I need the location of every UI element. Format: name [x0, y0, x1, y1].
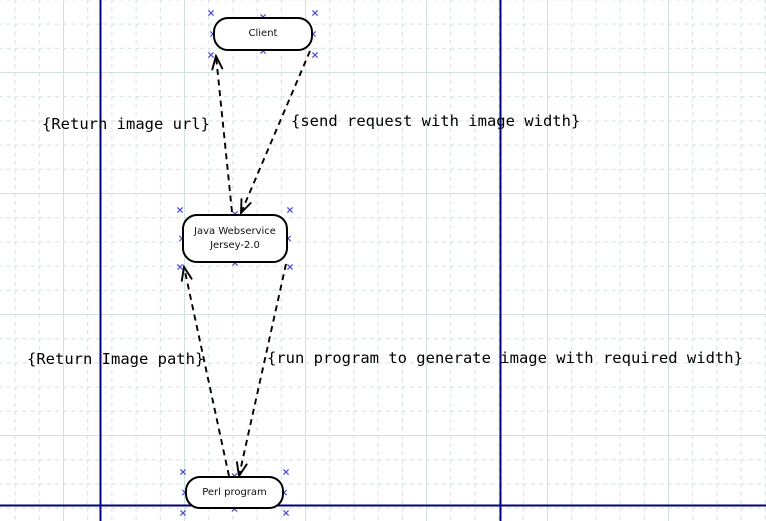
- node-java-webservice-label: Java Webservice: [194, 225, 276, 237]
- node-client-label: Client: [248, 28, 278, 39]
- connection-point-icon: [179, 509, 187, 517]
- connection-point-icon: [179, 468, 187, 476]
- connection-point-icon: [176, 263, 184, 271]
- connection-point-icon: [311, 9, 319, 17]
- connection-point-icon: [176, 206, 184, 214]
- connection-point-icon: [207, 9, 215, 17]
- connection-point-icon: [207, 51, 215, 59]
- arrow-return-image-path[interactable]: [180, 264, 230, 477]
- connection-point-icon: [286, 206, 294, 214]
- node-perl-program[interactable]: Perl program: [185, 476, 284, 509]
- node-java-webservice-sublabel: Jersey-2.0: [210, 239, 260, 251]
- message-label-send-request[interactable]: {send request with image width}: [291, 112, 581, 130]
- node-java-webservice[interactable]: Java Webservice Jersey-2.0: [182, 214, 288, 263]
- message-label-return-image-path[interactable]: {Return Image path}: [27, 350, 205, 368]
- connection-point-icon: [286, 263, 294, 271]
- arrow-send-request[interactable]: [239, 50, 311, 216]
- connection-point-icon: [282, 509, 290, 517]
- connection-point-icon: [311, 51, 319, 59]
- message-label-run-program[interactable]: {run program to generate image with requ…: [267, 349, 743, 367]
- node-perl-program-label: Perl program: [202, 486, 267, 498]
- node-client[interactable]: Client: [213, 17, 313, 51]
- connection-point-icon: [282, 468, 290, 476]
- arrow-return-image-url[interactable]: [211, 53, 233, 213]
- message-label-return-image-url[interactable]: {Return image url}: [42, 115, 210, 133]
